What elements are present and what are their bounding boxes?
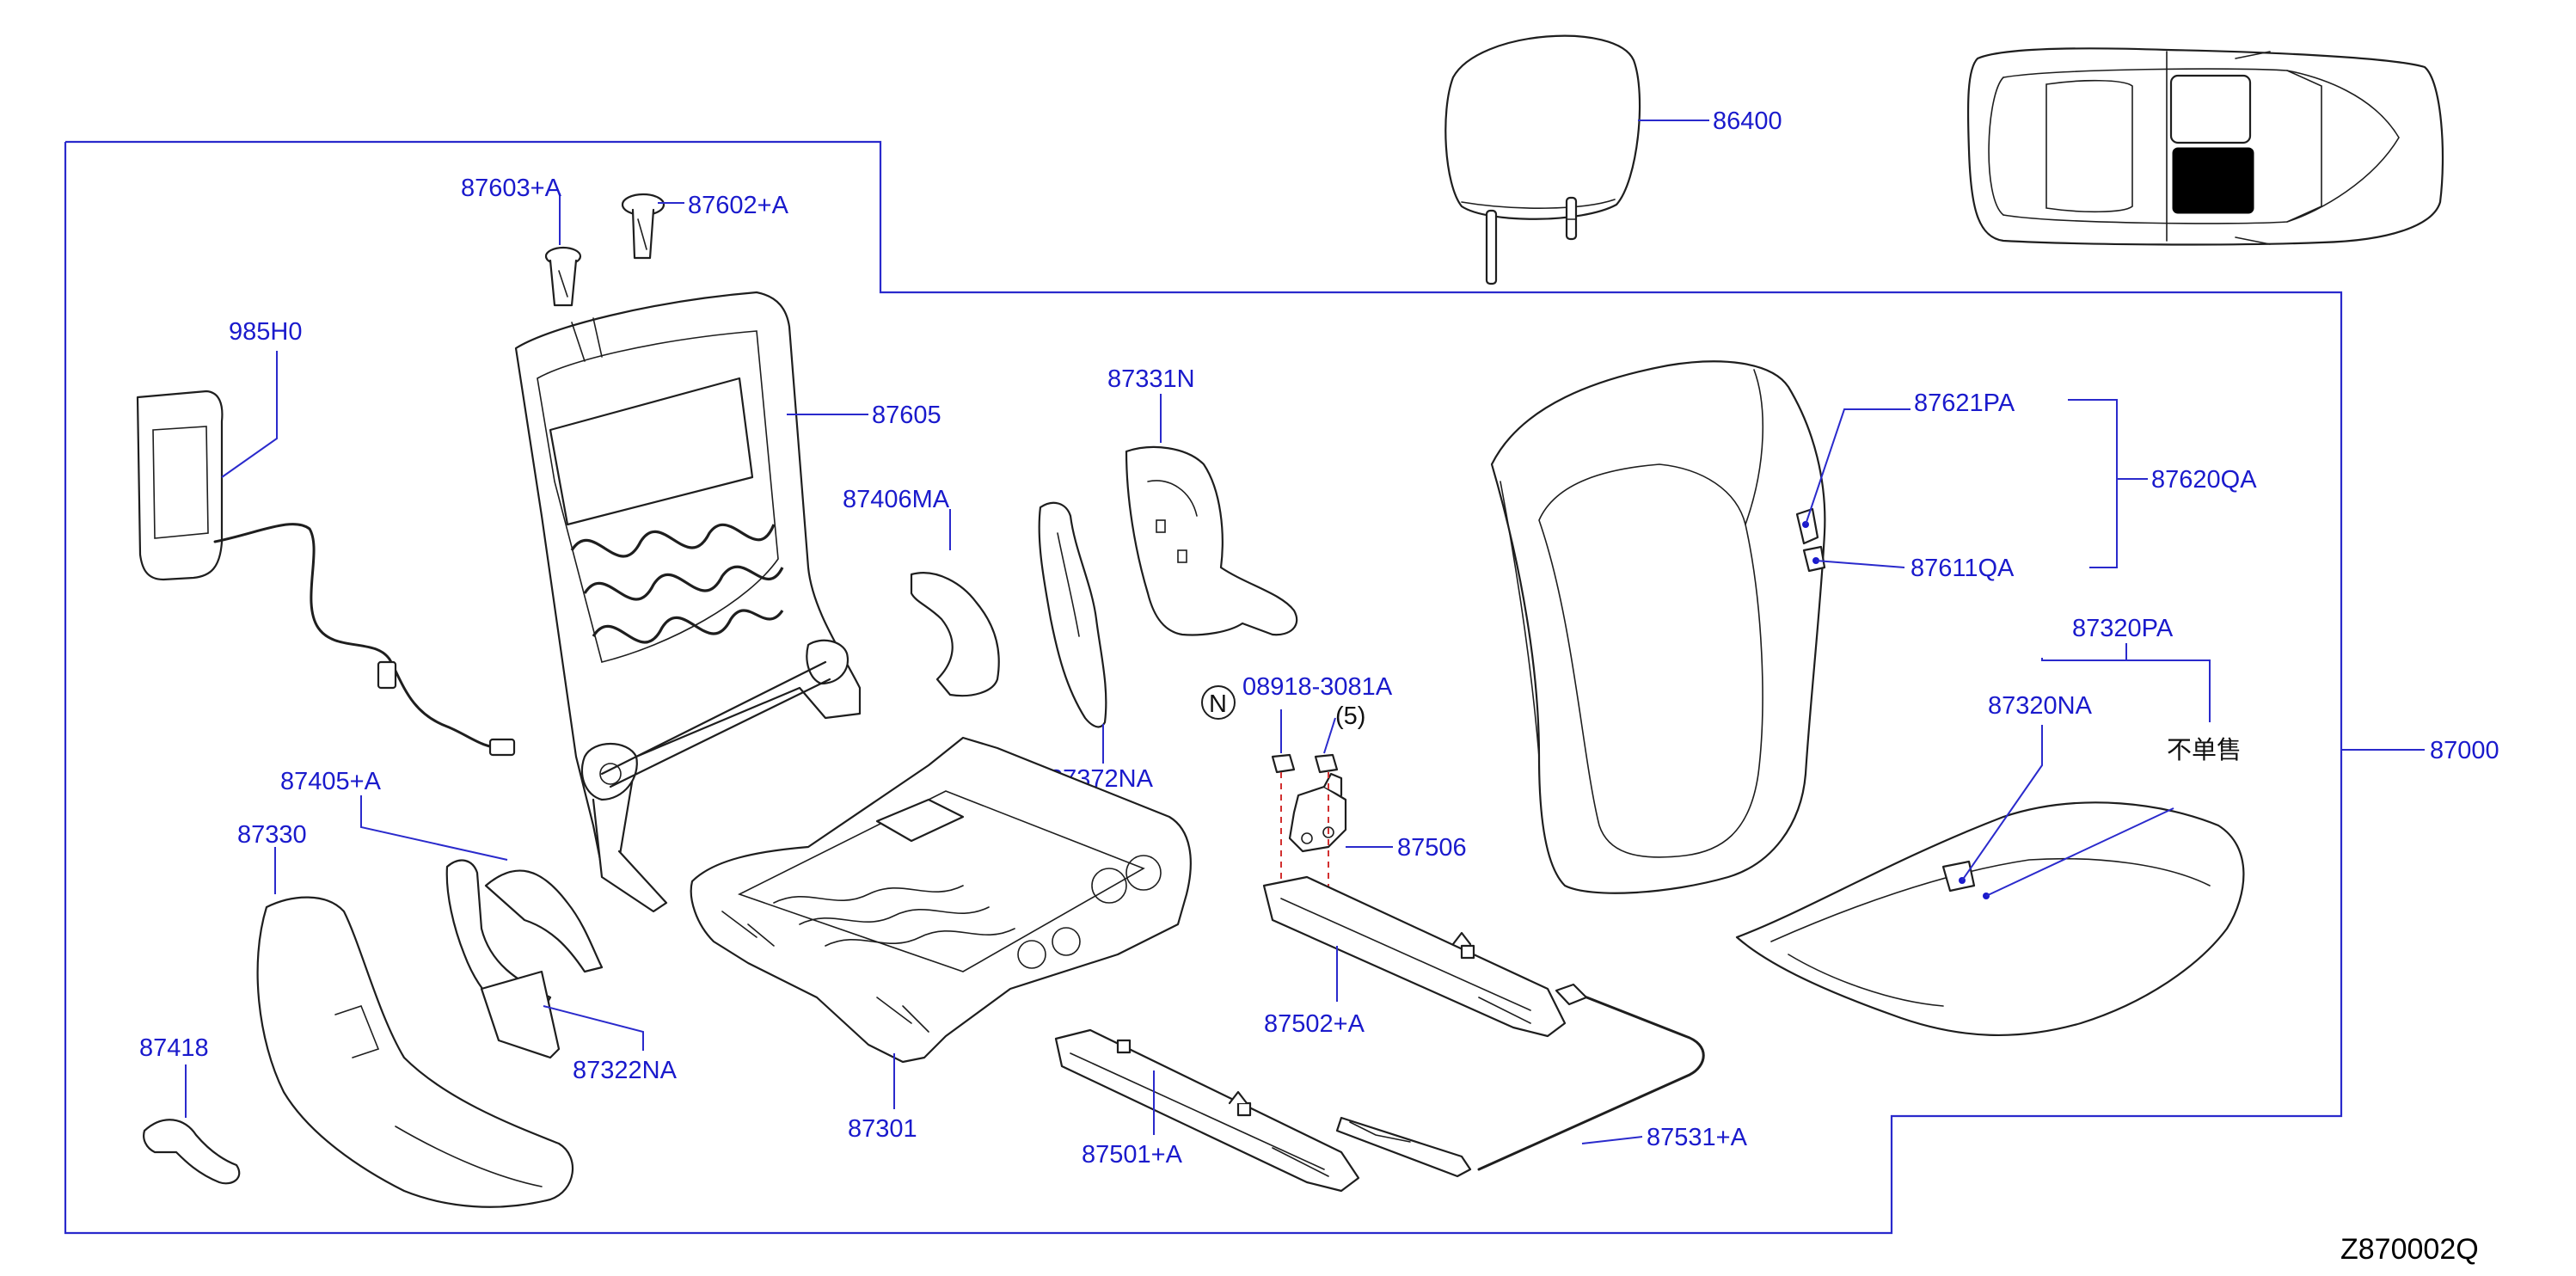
side-airbag-module bbox=[136, 390, 516, 757]
label-87603A: 87603+A bbox=[461, 175, 562, 202]
label-87000: 87000 bbox=[2430, 737, 2499, 764]
label-87501A: 87501+A bbox=[1082, 1141, 1183, 1169]
label-985H0: 985H0 bbox=[229, 318, 302, 346]
headrest bbox=[1444, 34, 1641, 285]
cable-87531A bbox=[1335, 983, 1705, 1178]
label-87605: 87605 bbox=[872, 402, 941, 429]
trim-87406MA bbox=[910, 572, 1000, 697]
label-87620QA: 87620QA bbox=[2151, 466, 2257, 494]
trim-87418 bbox=[143, 1119, 241, 1185]
diagram-code: Z870002Q bbox=[2340, 1233, 2479, 1266]
clip-87602 bbox=[621, 193, 665, 260]
label-87301: 87301 bbox=[848, 1115, 917, 1143]
cover-87372NA bbox=[1038, 501, 1107, 728]
label-87602A: 87602+A bbox=[688, 192, 789, 219]
seat-cushion-trim bbox=[1735, 801, 2245, 1037]
label-87322NA: 87322NA bbox=[573, 1057, 678, 1084]
not-sold-separately-note: 不单售 bbox=[2167, 736, 2242, 764]
nut-pair bbox=[1271, 753, 1339, 774]
label-87405A: 87405+A bbox=[280, 768, 382, 795]
label-87331N: 87331N bbox=[1107, 365, 1195, 393]
back-panel-87331N bbox=[1125, 445, 1298, 636]
cushion-pad-87330 bbox=[256, 896, 574, 1208]
label-87320NA: 87320NA bbox=[1988, 692, 2093, 720]
label-87406MA: 87406MA bbox=[843, 486, 950, 513]
seat-rail-87502A bbox=[1262, 875, 1567, 1038]
label-87418: 87418 bbox=[139, 1034, 209, 1062]
highlighted-seat bbox=[2172, 147, 2254, 214]
vehicle-top-view bbox=[1966, 47, 2444, 246]
label-86400: 86400 bbox=[1713, 107, 1782, 135]
label-08918-3081A: 08918-3081A bbox=[1242, 673, 1393, 701]
seat-cushion-frame bbox=[690, 736, 1192, 1064]
assembly-frame bbox=[64, 140, 2343, 1235]
label-87330: 87330 bbox=[237, 821, 307, 849]
label-08918-qty: (5) bbox=[1335, 702, 1365, 730]
label-87502A: 87502+A bbox=[1264, 1010, 1365, 1038]
n-circle-letter: N bbox=[1209, 690, 1227, 718]
label-87506: 87506 bbox=[1397, 834, 1467, 862]
seat-back-trim-assy bbox=[1490, 360, 1826, 894]
label-87621PA: 87621PA bbox=[1914, 390, 2015, 417]
seat-rail-87501A bbox=[1054, 1028, 1360, 1193]
clip-87603 bbox=[544, 246, 582, 307]
label-87320PA: 87320PA bbox=[2072, 615, 2174, 642]
label-87531A: 87531+A bbox=[1647, 1124, 1748, 1151]
bracket-87506 bbox=[1288, 772, 1347, 853]
trim-87405A bbox=[445, 859, 604, 1059]
label-87611QA: 87611QA bbox=[1911, 555, 2015, 582]
n-circle: N bbox=[1201, 685, 1236, 720]
seat-back-frame bbox=[514, 291, 862, 913]
